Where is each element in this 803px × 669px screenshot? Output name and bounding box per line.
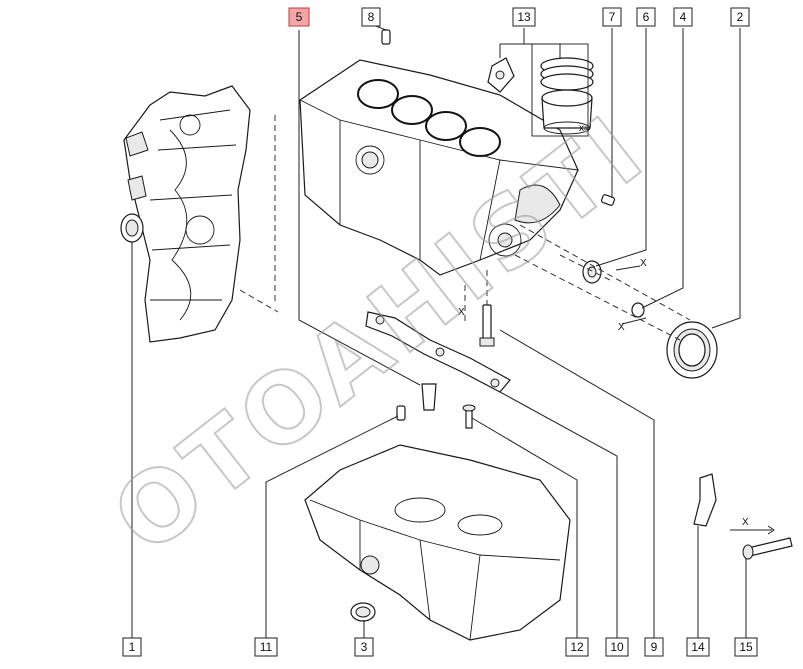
callout-1[interactable]: 1 bbox=[122, 637, 142, 657]
x-mark-3: X bbox=[458, 307, 465, 318]
svg-text:4: 4 bbox=[680, 10, 687, 24]
callout-15[interactable]: 15 bbox=[734, 637, 758, 657]
x-mark-4: X bbox=[730, 517, 775, 535]
callout-5[interactable]: 5 bbox=[288, 7, 310, 27]
timing-cover bbox=[123, 85, 251, 343]
svg-text:9: 9 bbox=[651, 640, 658, 654]
x-mark-2: X bbox=[618, 317, 647, 333]
svg-text:15: 15 bbox=[739, 640, 753, 654]
bolt-15 bbox=[742, 537, 793, 560]
guide-dash-cover-bottom bbox=[239, 289, 279, 313]
dowel-pin-7 bbox=[600, 194, 616, 206]
callout-4[interactable]: 4 bbox=[673, 7, 693, 27]
seal-ring-3 bbox=[350, 602, 376, 622]
screw-12 bbox=[462, 404, 476, 429]
svg-text:X: X bbox=[618, 322, 625, 333]
guide-dash-right-2 bbox=[514, 254, 681, 341]
seal-ring-6 bbox=[582, 260, 602, 284]
callout-6[interactable]: 6 bbox=[636, 7, 656, 27]
callout-9[interactable]: 9 bbox=[644, 637, 664, 657]
svg-text:7: 7 bbox=[609, 10, 616, 24]
lower-crankcase bbox=[304, 444, 571, 641]
guide-dash-right-1 bbox=[519, 224, 691, 321]
svg-text:12: 12 bbox=[570, 640, 584, 654]
svg-text:13: 13 bbox=[517, 10, 531, 24]
svg-text:3: 3 bbox=[361, 640, 368, 654]
svg-text:1: 1 bbox=[129, 640, 136, 654]
svg-text:X: X bbox=[640, 258, 647, 269]
callout-12[interactable]: 12 bbox=[565, 637, 589, 657]
dowel-sleeve-11 bbox=[396, 405, 406, 421]
svg-text:11: 11 bbox=[260, 640, 273, 654]
svg-text:8: 8 bbox=[368, 10, 375, 24]
bracket-14 bbox=[693, 473, 717, 527]
callout-13[interactable]: 13 bbox=[512, 7, 536, 27]
leader-lines bbox=[131, 23, 747, 638]
bolt-9 bbox=[479, 304, 495, 347]
callout-3[interactable]: 3 bbox=[354, 637, 374, 657]
dowel-pin-8 bbox=[381, 29, 391, 45]
svg-text:2: 2 bbox=[737, 10, 744, 24]
piston-qty-label: x4 bbox=[579, 123, 590, 134]
engine-block bbox=[299, 59, 579, 276]
callout-8[interactable]: 8 bbox=[361, 7, 381, 27]
callout-7[interactable]: 7 bbox=[602, 7, 622, 27]
x-mark-1: X bbox=[615, 258, 647, 271]
crankshaft-oil-seal bbox=[666, 321, 718, 379]
piston-pin bbox=[487, 57, 515, 93]
svg-text:5: 5 bbox=[296, 10, 303, 24]
callout-2[interactable]: 2 bbox=[730, 7, 750, 27]
piston bbox=[541, 89, 593, 135]
clip-fitting bbox=[421, 383, 437, 411]
svg-text:X: X bbox=[742, 517, 749, 528]
svg-text:6: 6 bbox=[643, 10, 650, 24]
svg-text:14: 14 bbox=[691, 640, 705, 654]
svg-text:10: 10 bbox=[610, 640, 624, 654]
seal-ring-1 bbox=[120, 213, 144, 243]
svg-text:X: X bbox=[458, 307, 465, 318]
callout-14[interactable]: 14 bbox=[686, 637, 710, 657]
piston-rings bbox=[540, 57, 594, 91]
seal-ring-4 bbox=[631, 302, 645, 318]
callout-10[interactable]: 10 bbox=[605, 637, 629, 657]
callout-11[interactable]: 11 bbox=[254, 637, 278, 657]
